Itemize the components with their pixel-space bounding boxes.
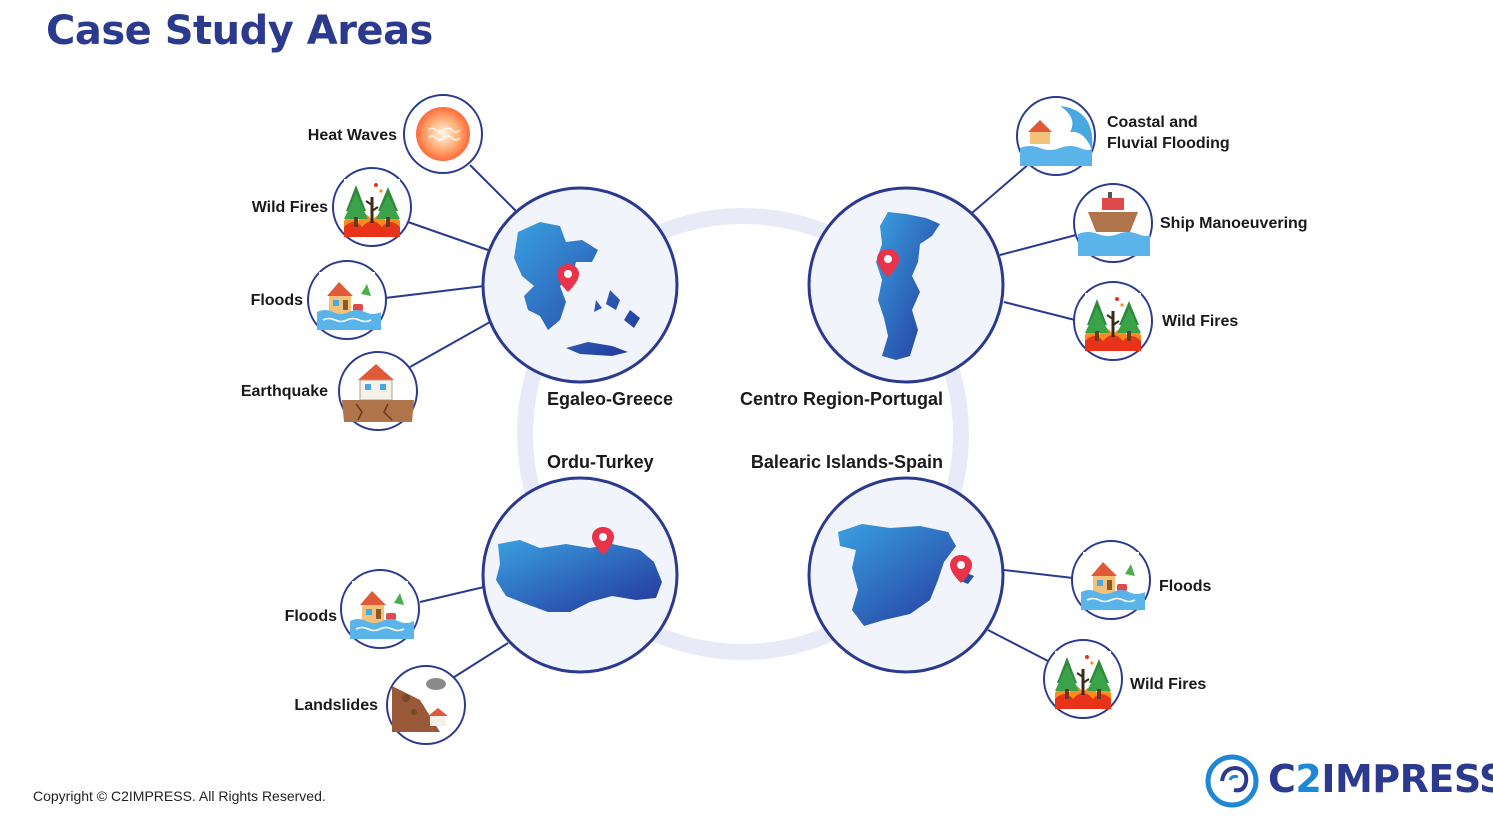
hazard-label-floods: Floods [1159,578,1212,595]
heat-waves-icon [403,94,483,174]
wild-fires-icon [1073,281,1153,361]
page-title: Case Study Areas [46,8,433,54]
hazard-label-ship-manoeuvering: Ship Manoeuvering [1160,215,1308,232]
c2impress-logo-icon [1205,754,1259,808]
ship-manoeuvering-icon [1073,183,1153,263]
earthquake-icon [338,351,418,431]
hazard-label-coastal-flooding-1: Coastal and [1107,114,1198,131]
region-label-turkey: Ordu-Turkey [547,452,654,472]
brand-wordmark: C2IMPRESS [1268,757,1493,801]
region-circle-spain[interactable] [807,476,1005,674]
portugal-map [876,212,940,360]
greece-map [514,222,640,356]
hazard-label-earthquake: Earthquake [240,383,328,400]
hazard-label-coastal-flooding-2: Fluvial Flooding [1107,135,1230,152]
region-label-portugal: Centro Region-Portugal [740,389,943,409]
brand-two: 2 [1295,757,1322,801]
landslides-icon [386,665,466,745]
hazard-label-floods: Floods [250,292,303,309]
region-label-greece: Egaleo-Greece [547,389,674,409]
region-circle-turkey[interactable] [481,476,679,674]
hazard-label-floods: Floods [284,608,337,625]
floods-icon [340,569,420,649]
hazard-label-wild-fires: Wild Fires [1162,313,1239,330]
hazard-label-wild-fires: Wild Fires [1130,676,1207,693]
floods-icon [1071,540,1151,620]
turkey-map [496,540,662,612]
hazard-label-wild-fires: Wild Fires [251,199,328,216]
region-circle-portugal[interactable] [807,186,1005,384]
copyright-text: Copyright © C2IMPRESS. All Rights Reserv… [33,788,326,804]
region-label-spain: Balearic Islands-Spain [750,452,943,472]
wild-fires-icon [332,167,412,247]
hazard-label-landslides: Landslides [294,697,378,714]
region-circle-greece[interactable] [481,186,679,384]
coastal-flooding-icon [1016,96,1096,176]
hazard-label-heat-waves: Heat Waves [307,127,397,144]
spain-map [838,524,974,626]
brand-suffix: IMPRESS [1321,757,1493,801]
brand-prefix: C [1268,757,1296,801]
wild-fires-icon [1043,639,1123,719]
floods-icon [307,260,387,340]
